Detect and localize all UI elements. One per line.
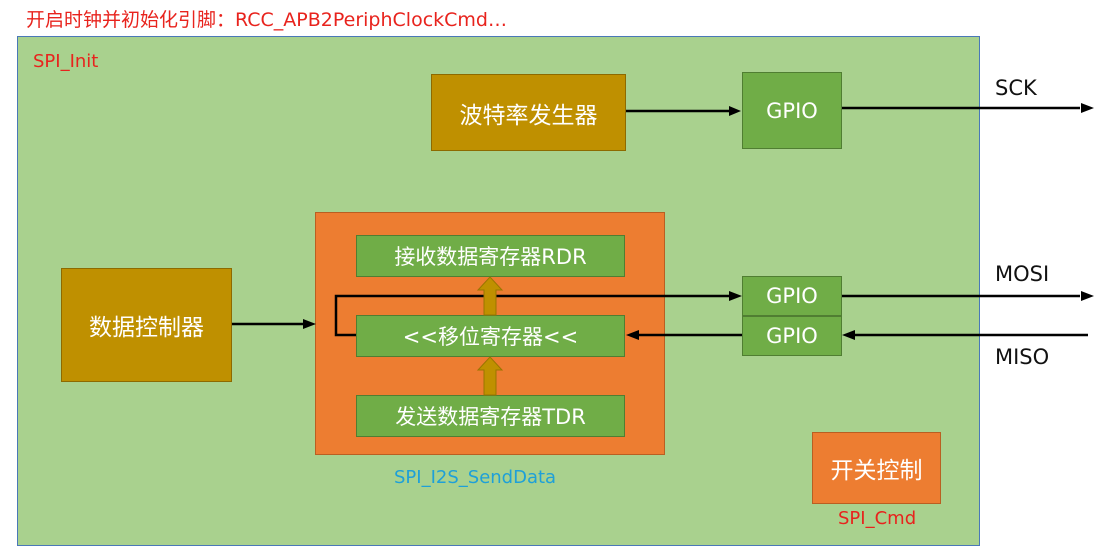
shift-register-block: <<移位寄存器<< — [356, 315, 625, 357]
header-note: 开启时钟并初始化引脚：RCC_APB2PeriphClockCmd… — [26, 9, 507, 31]
switch-control-block: 开关控制 — [812, 432, 941, 504]
spi-init-label: SPI_Init — [33, 51, 99, 72]
gpio-mosi-block: GPIO — [742, 276, 842, 316]
miso-signal-label: MISO — [995, 345, 1050, 369]
gpio-sck-block: GPIO — [742, 72, 842, 149]
data-controller-block: 数据控制器 — [61, 268, 232, 382]
gpio-miso-block: GPIO — [742, 316, 842, 356]
shift-to-mosi-line — [334, 294, 730, 337]
shift-to-rdr-block-arrow — [476, 276, 504, 316]
mosi-signal-label: MOSI — [995, 262, 1050, 286]
sck-signal-label: SCK — [995, 76, 1037, 100]
tdr-to-shift-block-arrow — [476, 356, 504, 396]
transmit-data-register-block: 发送数据寄存器TDR — [356, 395, 625, 437]
baud-rate-generator-block: 波特率发生器 — [431, 74, 626, 151]
spi-cmd-label: SPI_Cmd — [838, 508, 917, 529]
receive-data-register-block: 接收数据寄存器RDR — [356, 235, 625, 277]
spi-i2s-senddata-label: SPI_I2S_SendData — [394, 467, 557, 488]
